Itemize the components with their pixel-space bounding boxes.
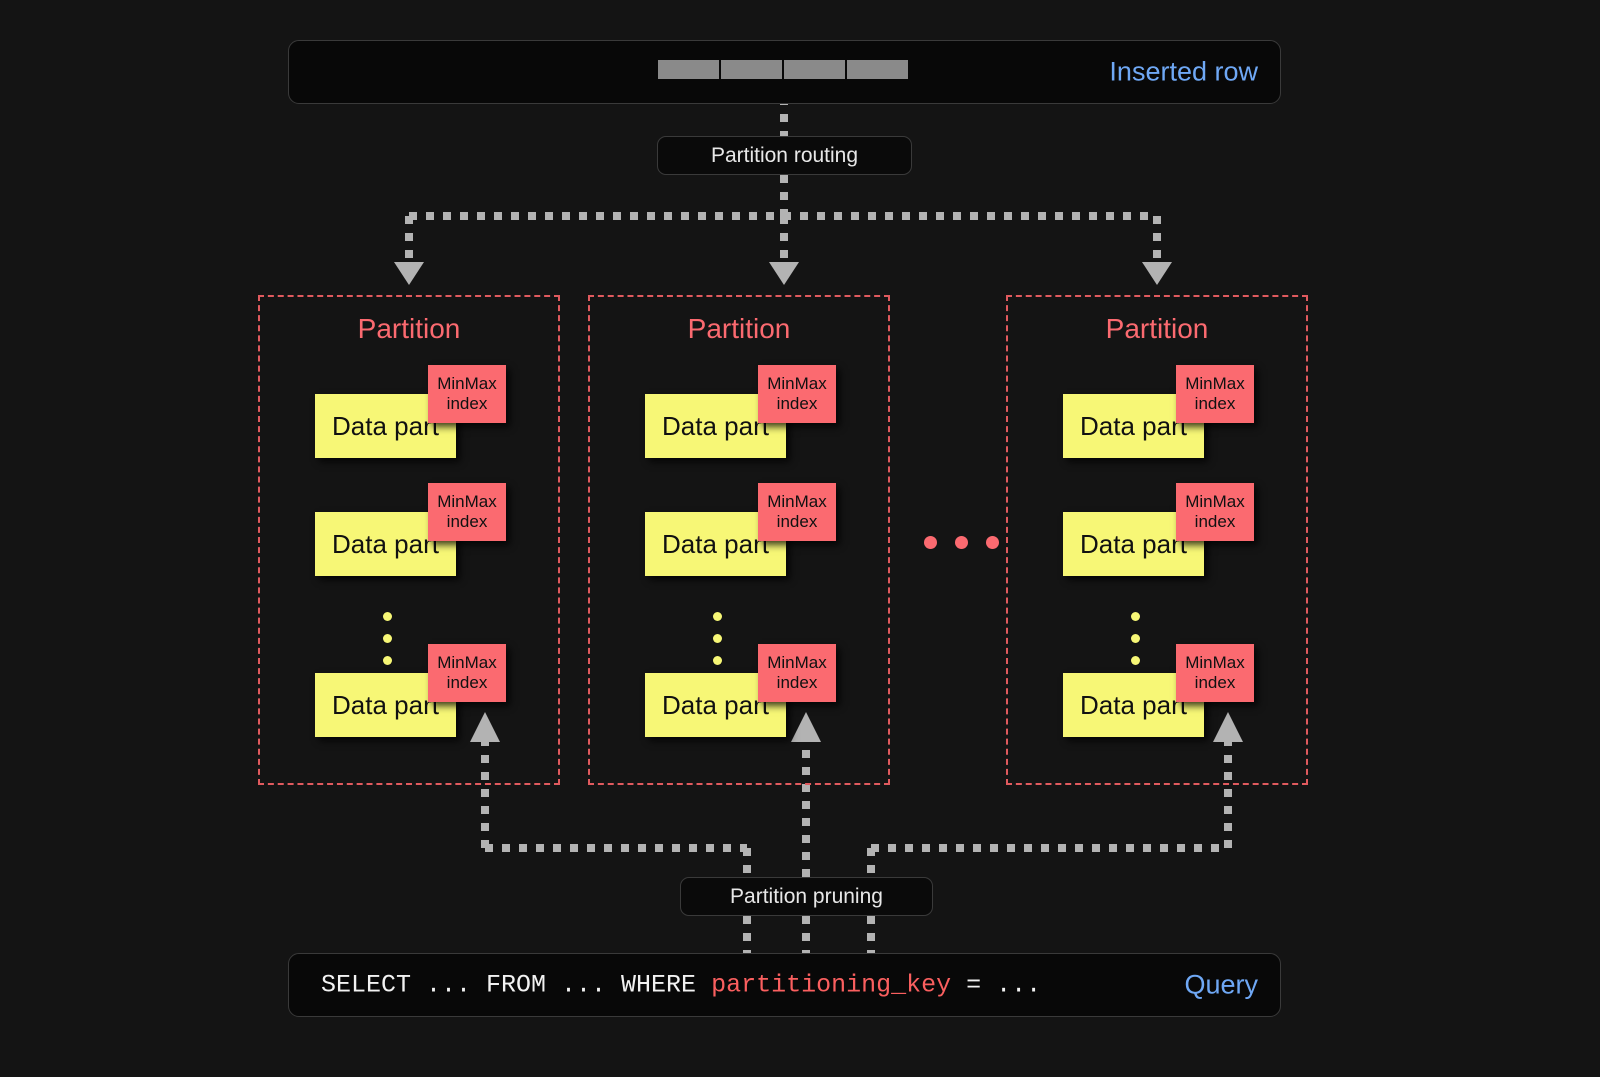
query-partitioning-key: partitioning_key	[711, 970, 952, 1000]
partition-title: Partition	[1105, 313, 1209, 344]
minmax-line-2: index	[1194, 512, 1236, 531]
partition-pruning-pill: Partition pruning	[680, 877, 933, 916]
row-cell	[658, 60, 719, 79]
ellipsis-dot	[1131, 612, 1140, 621]
row-cell	[784, 60, 845, 79]
ellipsis-dot	[1131, 634, 1140, 643]
ellipsis-dot	[955, 536, 968, 549]
partition-ellipsis	[1131, 612, 1140, 665]
query-suffix: = ...	[951, 970, 1042, 1000]
ellipsis-dot	[713, 612, 722, 621]
minmax-line-2: index	[446, 673, 488, 692]
partition-ellipsis	[383, 612, 392, 665]
ellipsis-dot	[1131, 656, 1140, 665]
minmax-line-1: MinMax	[1185, 374, 1245, 394]
minmax-line-1: MinMax	[1185, 492, 1245, 512]
minmax-line-1: MinMax	[767, 653, 827, 673]
ellipsis-dot	[383, 612, 392, 621]
partition-ellipsis	[713, 612, 722, 665]
minmax-index-box: MinMax index	[758, 365, 836, 423]
query-text: SELECT ... FROM ... WHERE partitioning_k…	[321, 971, 1041, 1000]
minmax-line-2: index	[446, 512, 488, 531]
data-part-box: Data part	[1063, 673, 1204, 737]
minmax-line-2: index	[1194, 673, 1236, 692]
query-panel: SELECT ... FROM ... WHERE partitioning_k…	[288, 953, 1281, 1017]
minmax-index-box: MinMax index	[428, 483, 506, 541]
minmax-line-1: MinMax	[437, 653, 497, 673]
partition-box-3: Partition Data part MinMax index Data pa…	[1006, 295, 1308, 785]
partition-box-2: Partition Data part MinMax index Data pa…	[588, 295, 890, 785]
partition-title: Partition	[687, 313, 791, 344]
minmax-index-box: MinMax index	[1176, 644, 1254, 702]
ellipsis-dot	[383, 634, 392, 643]
minmax-line-2: index	[776, 512, 818, 531]
more-partitions-ellipsis	[924, 536, 999, 549]
partition-routing-pill: Partition routing	[657, 136, 912, 175]
minmax-index-box: MinMax index	[428, 365, 506, 423]
minmax-line-2: index	[776, 394, 818, 413]
ellipsis-dot	[713, 634, 722, 643]
data-part-box: Data part	[1063, 394, 1204, 458]
data-part-box: Data part	[645, 394, 786, 458]
minmax-index-box: MinMax index	[1176, 483, 1254, 541]
minmax-index-box: MinMax index	[1176, 365, 1254, 423]
ellipsis-dot	[924, 536, 937, 549]
partition-title: Partition	[357, 313, 461, 344]
minmax-line-1: MinMax	[767, 492, 827, 512]
inserted-row-label: Inserted row	[1109, 56, 1258, 87]
minmax-line-1: MinMax	[1185, 653, 1245, 673]
ellipsis-dot	[383, 656, 392, 665]
row-cell	[721, 60, 782, 79]
data-part-box: Data part	[315, 394, 456, 458]
ellipsis-dot	[713, 656, 722, 665]
minmax-line-1: MinMax	[437, 492, 497, 512]
query-prefix: SELECT ... FROM ... WHERE	[321, 970, 712, 1000]
minmax-line-1: MinMax	[437, 374, 497, 394]
minmax-line-2: index	[1194, 394, 1236, 413]
inserted-row-cells	[658, 60, 908, 79]
query-label: Query	[1184, 969, 1258, 1000]
minmax-line-2: index	[776, 673, 818, 692]
ellipsis-dot	[986, 536, 999, 549]
minmax-line-2: index	[446, 394, 488, 413]
row-cell	[847, 60, 908, 79]
partition-box-1: Partition Data part MinMax index Data pa…	[258, 295, 560, 785]
minmax-index-box: MinMax index	[758, 483, 836, 541]
minmax-index-box: MinMax index	[428, 644, 506, 702]
minmax-index-box: MinMax index	[758, 644, 836, 702]
minmax-line-1: MinMax	[767, 374, 827, 394]
